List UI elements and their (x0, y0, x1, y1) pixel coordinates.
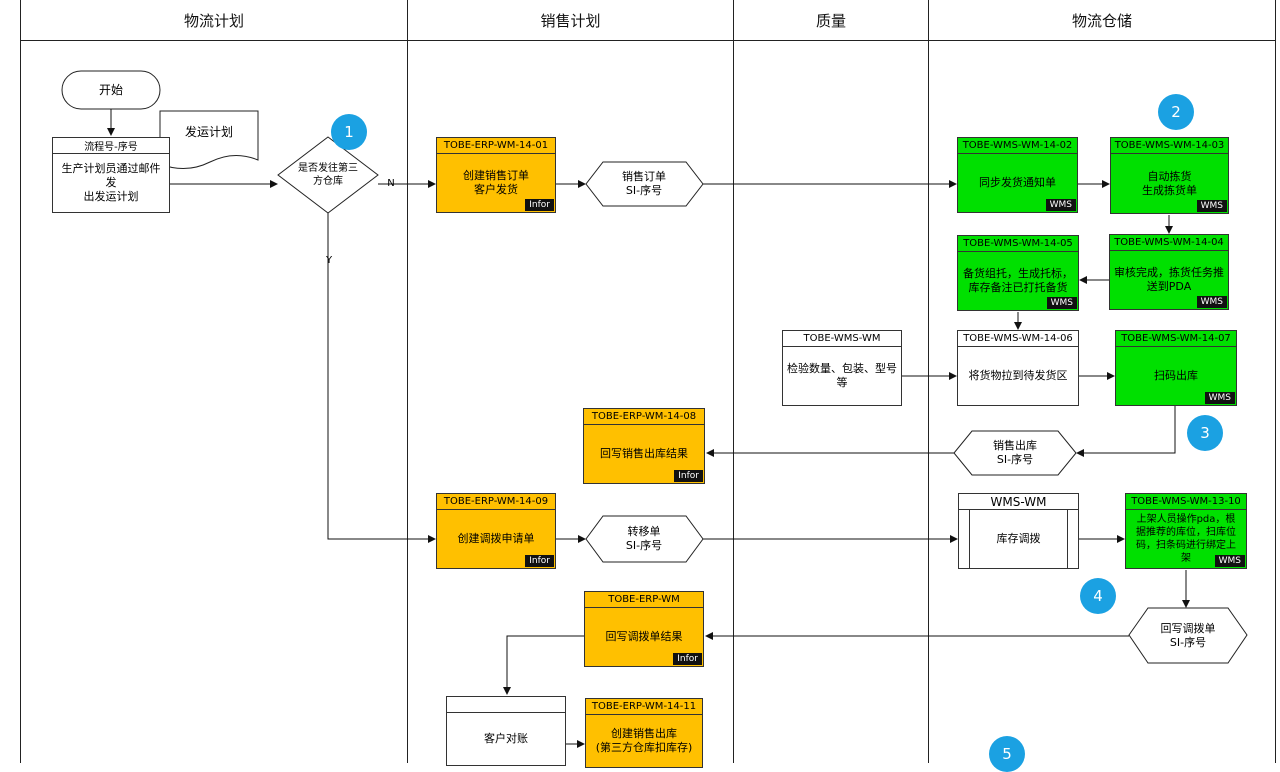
erp-task-14-09: TOBE-ERP-WM-14-09 创建调拨申请单 Infor (436, 493, 556, 569)
task-text: 创建调拨申请单 (457, 532, 535, 545)
task-text: 客户对账 (484, 732, 528, 745)
wms-task-13-10: TOBE-WMS-WM-13-10 上架人员操作pda，根 据推荐的库位，扫库位… (1125, 493, 1247, 569)
wms-stock-transfer: WMS-WM 库存调拨 (958, 493, 1079, 569)
task-header (447, 697, 565, 713)
task-header: TOBE-WMS-WM-14-06 (958, 331, 1078, 347)
task-header: TOBE-ERP-WM-14-08 (584, 409, 704, 425)
wms-task-14-07: TOBE-WMS-WM-14-07 扫码出库 WMS (1115, 330, 1237, 406)
step-badge-5: 5 (989, 736, 1025, 772)
lane-quality: 质量 (734, 0, 928, 41)
wms-task-14-05: TOBE-WMS-WM-14-05 备货组托，生成托标， 库存备注已打托备货 W… (957, 235, 1079, 311)
label-n: N (387, 178, 395, 189)
erp-task-14-01: TOBE-ERP-WM-14-01 创建销售订单 客户发货 Infor (436, 137, 556, 213)
task-header: TOBE-WMS-WM-13-10 (1126, 494, 1246, 510)
process-box-header: 流程号-序号 (53, 138, 169, 154)
task-text: 检验数量、包装、型号 等 (787, 362, 897, 389)
task-header: TOBE-WMS-WM-14-05 (958, 236, 1078, 252)
step-badge-1: 1 (331, 114, 367, 150)
system-tag: Infor (525, 555, 554, 567)
hex-sales-order (585, 161, 704, 207)
label-y: Y (325, 255, 333, 266)
task-header: TOBE-WMS-WM-14-03 (1111, 138, 1228, 154)
step-badge-3: 3 (1187, 415, 1223, 451)
task-text: 审核完成，拣货任务推 送到PDA (1114, 266, 1224, 293)
lane-divider (733, 0, 734, 763)
process-box-text: 生产计划员通过邮件发 出发运计划 (61, 162, 161, 203)
lane-divider (407, 0, 408, 763)
task-header: WMS-WM (959, 494, 1078, 510)
system-tag: Infor (525, 199, 554, 211)
system-tag: WMS (1214, 555, 1245, 567)
system-tag: Infor (673, 653, 702, 665)
lane-logistics-plan: 物流计划 (21, 0, 407, 41)
task-header: TOBE-WMS-WM-14-04 (1110, 235, 1228, 251)
wms-task-14-06: TOBE-WMS-WM-14-06 将货物拉到待发货区 (957, 330, 1079, 406)
task-text: 创建销售出库 (第三方仓库扣库存) (595, 727, 693, 754)
wms-task-14-02: TOBE-WMS-WM-14-02 同步发货通知单 WMS (957, 137, 1078, 213)
task-text: 自动拣货 生成拣货单 (1142, 169, 1197, 197)
task-header: TOBE-WMS-WM-14-02 (958, 138, 1077, 154)
task-header: TOBE-ERP-WM (585, 592, 703, 608)
task-text: 回写销售出库结果 (600, 447, 688, 460)
task-text: 回写调拨单结果 (605, 630, 683, 643)
task-text: 同步发货通知单 (979, 176, 1056, 189)
hex-sales-out-label: 销售出库 SI-序号 (993, 439, 1037, 466)
system-tag: WMS (1204, 392, 1235, 404)
task-header: TOBE-ERP-WM-14-01 (437, 138, 555, 154)
swimlane-frame (20, 0, 1276, 763)
lane-logistics-warehouse: 物流仓储 (929, 0, 1275, 41)
start-label: 开始 (98, 83, 123, 97)
task-text: 将货物拉到待发货区 (968, 369, 1068, 382)
task-text: 备货组托，生成托标， 库存备注已打托备货 (963, 267, 1073, 294)
task-text: 上架人员操作pda，根 据推荐的库位，扫库位 码，扫条码进行绑定上 架 (1136, 514, 1236, 564)
hex-transfer-label: 转移单 SI-序号 (625, 525, 663, 552)
lane-divider (928, 0, 929, 763)
wms-task-14-04: TOBE-WMS-WM-14-04 审核完成，拣货任务推 送到PDA WMS (1109, 234, 1229, 310)
task-header: TOBE-ERP-WM-14-11 (586, 699, 702, 715)
shipping-plan-doc-label: 发运计划 (184, 125, 233, 139)
system-tag: WMS (1196, 296, 1227, 308)
system-tag: WMS (1045, 199, 1076, 211)
step-badge-4: 4 (1080, 578, 1116, 614)
task-text: 库存调拨 (969, 510, 1068, 568)
task-header: TOBE-ERP-WM-14-09 (437, 494, 555, 510)
lane-sales-plan: 销售计划 (408, 0, 733, 41)
task-text: 扫码出库 (1154, 369, 1198, 382)
quality-task: TOBE-WMS-WM 检验数量、包装、型号 等 (782, 330, 902, 406)
customer-reconciliation: 客户对账 (446, 696, 566, 766)
document-shape (159, 110, 259, 169)
wms-task-14-03: TOBE-WMS-WM-14-03 自动拣货 生成拣货单 WMS (1110, 137, 1229, 214)
task-header: TOBE-WMS-WM-14-07 (1116, 331, 1236, 347)
decision-label: 是否发往第三 方仓库 (298, 163, 358, 187)
system-tag: WMS (1196, 200, 1227, 212)
erp-task-14-08: TOBE-ERP-WM-14-08 回写销售出库结果 Infor (583, 408, 705, 484)
system-tag: Infor (674, 470, 703, 482)
task-header: TOBE-WMS-WM (783, 331, 901, 347)
system-tag: WMS (1046, 297, 1077, 309)
hex-writeback-label: 回写调拨单 SI-序号 (1160, 622, 1216, 649)
erp-writeback-transfer: TOBE-ERP-WM 回写调拨单结果 Infor (584, 591, 704, 667)
hex-writeback (1128, 607, 1248, 664)
hex-sales-order-label: 销售订单 SI-序号 (622, 170, 666, 197)
step-badge-2: 2 (1158, 94, 1194, 130)
process-box-initial: 流程号-序号 生产计划员通过邮件发 出发运计划 (52, 137, 170, 213)
task-text: 创建销售订单 客户发货 (463, 169, 529, 196)
erp-task-14-11: TOBE-ERP-WM-14-11 创建销售出库 (第三方仓库扣库存) (585, 698, 703, 768)
hex-transfer (585, 515, 704, 563)
